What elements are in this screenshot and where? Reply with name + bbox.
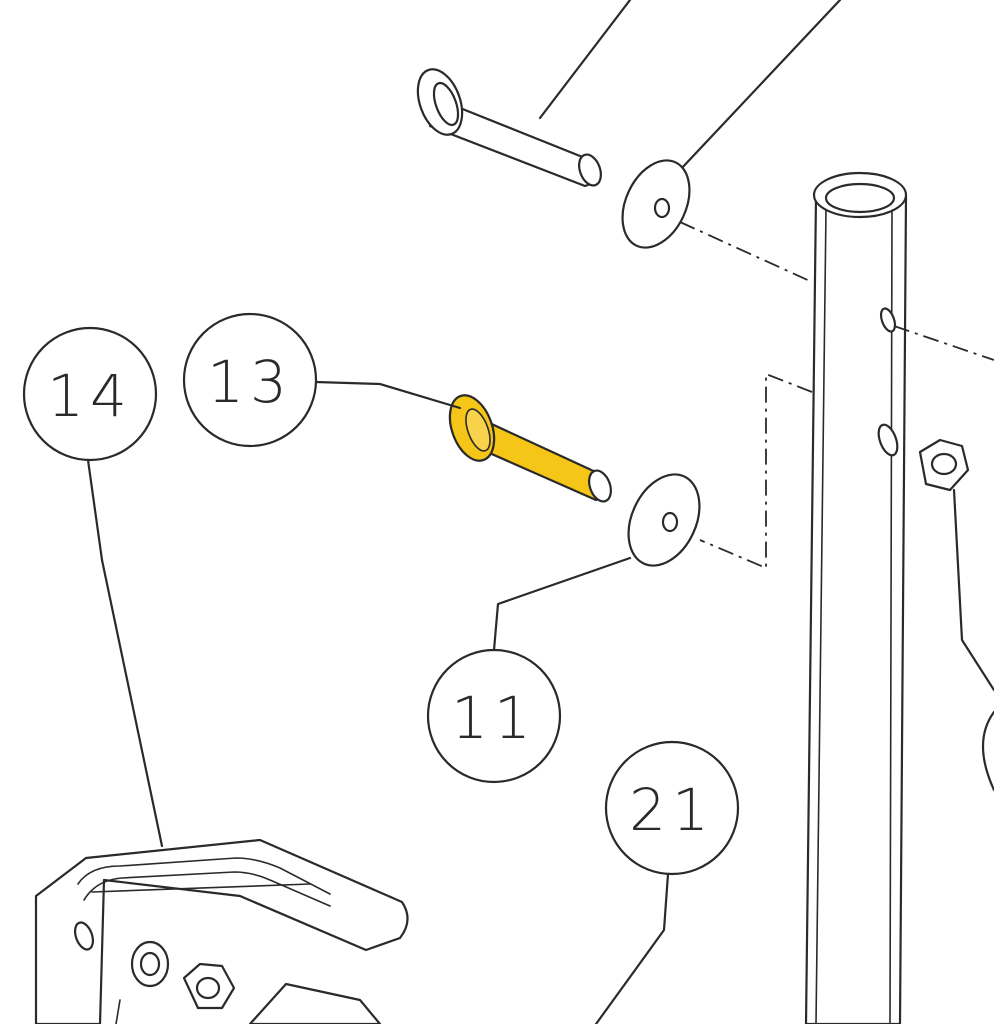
leader-line-21 — [594, 872, 670, 1024]
upper-washer — [621, 159, 691, 249]
callout-label-14: 14 — [47, 362, 133, 430]
bracket-14 — [34, 838, 409, 1024]
highlighted-pin-13 — [448, 394, 612, 503]
leader-line-11 — [492, 556, 632, 652]
leader-line-nut — [952, 488, 994, 692]
bracket-centerline — [699, 372, 813, 570]
callout-14[interactable]: 14 — [22, 326, 158, 462]
callout-label-21: 21 — [629, 776, 715, 844]
washer-11 — [627, 473, 701, 567]
leader-line-upper-washer — [678, 0, 842, 172]
leader-line-14 — [86, 458, 164, 848]
upper-pin — [416, 68, 602, 188]
callout-13[interactable]: 13 — [182, 312, 318, 448]
callout-label-11: 11 — [451, 684, 537, 752]
leader-line-13 — [314, 380, 462, 410]
partial-callout-right — [981, 710, 994, 792]
upper-centerline — [679, 221, 813, 283]
leader-line-upper-pin — [538, 0, 632, 120]
callout-11[interactable]: 11 — [426, 648, 562, 784]
callout-21[interactable]: 21 — [604, 740, 740, 876]
frame-tube — [804, 171, 908, 1024]
callout-label-13: 13 — [207, 348, 293, 416]
hex-nut-right — [918, 438, 970, 492]
right-centerline — [893, 325, 994, 361]
